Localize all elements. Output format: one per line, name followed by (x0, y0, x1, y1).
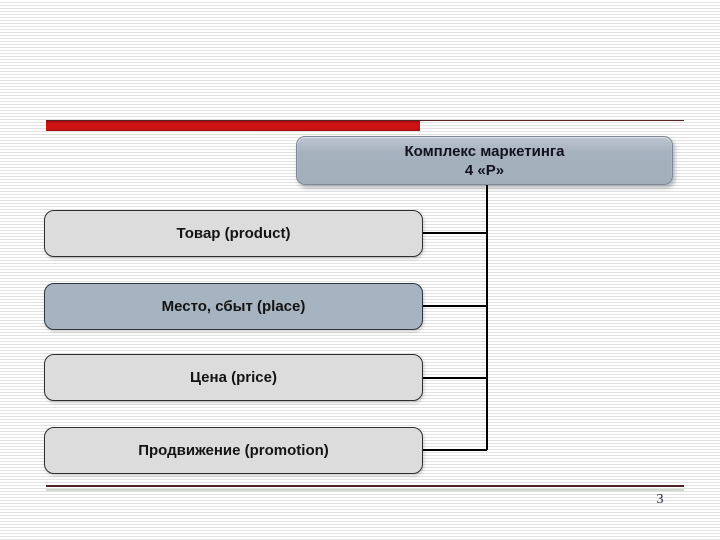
connector-horizontal-place (422, 305, 487, 307)
red-accent-bar (46, 121, 420, 131)
connector-vertical-line (486, 185, 488, 450)
diagram-box-price-label: Цена (price) (190, 369, 277, 386)
diagram-root-title-line1: Комплекс маркетинга (404, 142, 565, 160)
diagram-box-promotion-label: Продвижение (promotion) (138, 442, 329, 459)
diagram-root-box: Комплекс маркетинга 4 «P» (296, 136, 673, 185)
diagram-box-price: Цена (price) (44, 354, 423, 401)
diagram-box-product: Товар (product) (44, 210, 423, 257)
diagram-root-title-line2: 4 «P» (464, 161, 505, 179)
connector-horizontal-price (422, 377, 487, 379)
bottom-rule-line-maroon (46, 485, 684, 487)
connector-horizontal-promotion (422, 449, 487, 451)
bottom-rule-line-green (46, 489, 684, 491)
page-number: 3 (656, 492, 664, 507)
top-rule-line (46, 120, 684, 121)
diagram-box-place: Место, сбыт (place) (44, 283, 423, 330)
diagram-box-product-label: Товар (product) (176, 225, 291, 242)
diagram-box-promotion: Продвижение (promotion) (44, 427, 423, 474)
diagram-box-place-label: Место, сбыт (place) (161, 298, 306, 315)
connector-horizontal-product (422, 232, 487, 234)
